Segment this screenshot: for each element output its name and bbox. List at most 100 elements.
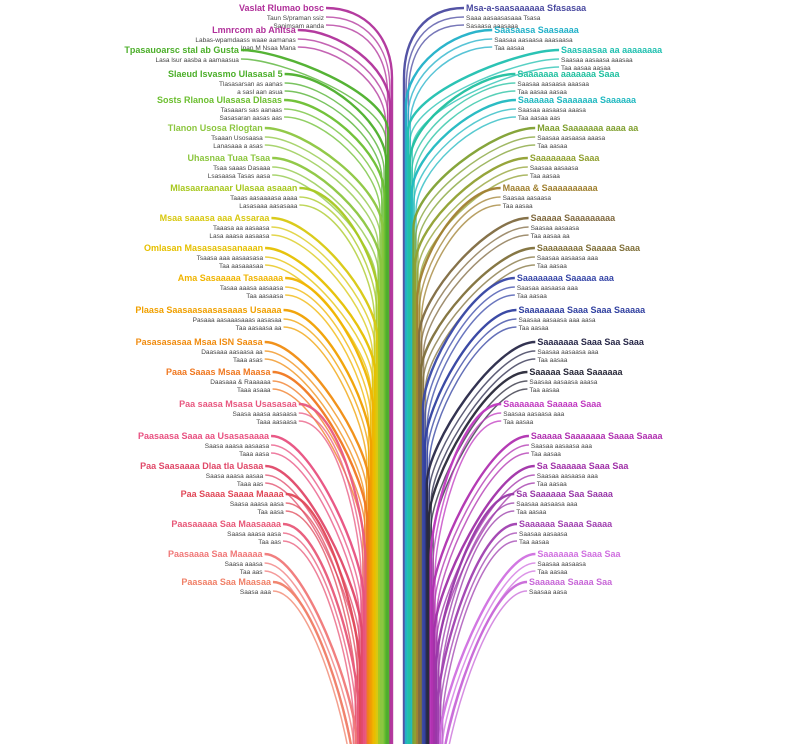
branch-sublabel: Saasaa aasaasa aaa — [517, 285, 578, 292]
branch-label: Saaaaaa Saaaa Saaaa — [519, 519, 613, 529]
branch-line — [427, 370, 528, 744]
branch-line — [441, 540, 518, 744]
branch-label: Paa Saasaaaa Dlaa tla Uasaa — [140, 461, 264, 471]
branch-sublabel: Saasaa aasaasa aaa — [537, 473, 598, 480]
branch-sublabel: Taun S/praman ssiz — [267, 15, 324, 22]
branch-sublabel: Saasaa aasaasa aaasaa — [517, 81, 589, 88]
branch-line — [284, 90, 383, 744]
branch-sublabel: Taa aasaa — [503, 203, 533, 210]
branch-line — [416, 186, 501, 744]
branch-sublabel: Saaa aasaasasaaa Tsasa — [466, 15, 541, 22]
branch-line — [428, 350, 536, 744]
branch-sublabel: Saasaa aasaasa aaasa — [518, 107, 586, 114]
branch-line — [424, 286, 515, 744]
branch-sublabel: Sanimsam aanda — [273, 23, 324, 30]
branch-sublabel: Saasaa aasaasa aaa — [531, 443, 592, 450]
branch-label: Paasaaa Saa Maasaa — [181, 577, 272, 587]
branch-sublabel: Tasaa aaasa aasaasa — [220, 285, 284, 292]
branch-line — [418, 216, 529, 744]
branch-line — [285, 502, 359, 744]
branch-sublabel: Saasaa aasaasa aaa — [537, 349, 598, 356]
branch-line — [325, 6, 394, 744]
branch-sublabel: Daasaaa aasaasa aa — [201, 349, 263, 356]
branch-sublabel: Saasa aaasa aasa — [230, 501, 284, 508]
branch-line — [283, 308, 373, 744]
branch-line — [408, 72, 516, 744]
branch-sublabel: Saasaa aasaasa aaasaa — [561, 57, 633, 64]
branch-sublabel: Taa aasaa — [537, 143, 567, 150]
branch-line — [413, 90, 516, 744]
branch-line — [441, 562, 536, 744]
branch-sublabel: Saasaa aasaasa aaasa — [529, 379, 597, 386]
branch-sublabel: Saasaa aasaasa — [537, 561, 586, 568]
branch-sublabel: Taaa asaaa — [237, 387, 271, 394]
branch-line — [299, 204, 376, 744]
branch-sublabel: Taaa aas — [237, 481, 264, 488]
branch-line — [417, 144, 536, 744]
branch-line — [298, 412, 364, 744]
branch-sublabel: Labas-wpamdaass waae aamanas — [195, 37, 296, 44]
branch-line — [282, 540, 355, 744]
branch-sublabel: Taa aas — [258, 539, 282, 546]
branch-label: Saaaaaaaa Saaa — [530, 153, 601, 163]
branch-line — [440, 580, 528, 744]
branch-sublabel: Daasaaa & Raaaaaa — [210, 379, 271, 386]
branch-label: Maaaa & Saaaaaaaaaa — [503, 183, 599, 193]
branch-label: Uhasnaa Tuaa Tsaa — [187, 153, 271, 163]
branch-sublabel: Taa aasaa aasaa — [517, 89, 567, 96]
branch-sublabel: Taa aasaasa — [246, 293, 283, 300]
branch-sublabel: Taa aasaa aa — [531, 233, 570, 240]
branch-sublabel: Taa aasaa — [537, 357, 567, 364]
branch-line — [418, 196, 501, 744]
branch-sublabel: Saasa aaasa aasa — [227, 531, 281, 538]
branch-line — [434, 420, 502, 744]
branch-sublabel: Taa aasaa — [516, 509, 546, 516]
branch-sublabel: Taa aasaa — [530, 173, 560, 180]
branch-line — [284, 82, 385, 744]
branch-label: Saaaaaaaa Saaaaa Saaa — [537, 243, 641, 253]
branch-sublabel: Sasaasa aaasaaa — [466, 23, 518, 30]
branch-line — [271, 444, 363, 744]
branch-line — [406, 48, 560, 744]
branch-line — [429, 402, 502, 744]
branch-sublabel: Tsaa saaas Dasaaa — [213, 165, 270, 172]
branch-line — [405, 16, 465, 744]
branch-label: Plaasa Saasaasaasasaaas Usaaaa — [135, 305, 282, 315]
branch-label: Saaaaaaa Saaaaa Saaa — [503, 399, 602, 409]
branch-line — [271, 234, 374, 744]
branch-label: Slaeud Isvasmo Ulasasal 5 — [168, 69, 283, 79]
branch-line — [265, 464, 363, 744]
branch-sublabel: Taa aasaa — [517, 293, 547, 300]
branch-line — [433, 464, 535, 744]
branch-line — [412, 126, 536, 744]
branch-label: Paasaaaa Saa Maaaaa — [168, 549, 264, 559]
branch-line — [299, 196, 378, 744]
branch-line — [435, 492, 515, 744]
branch-line — [419, 246, 535, 744]
branch-label: Omlasan Masasasasanaaan — [144, 243, 263, 253]
branch-line — [430, 358, 536, 744]
branch-line — [439, 532, 518, 744]
branch-label: Saaaaaa Saaaa Saa — [529, 577, 613, 587]
branch-line — [407, 38, 493, 744]
branch-sublabel: Taa aasaa — [494, 45, 524, 52]
branch-sublabel: Taaa aasaasa — [256, 419, 297, 426]
branch-label: Saaaaa Saaa Saaaaaa — [529, 367, 623, 377]
branch-line — [240, 48, 390, 744]
branch-line — [284, 72, 388, 744]
branch-sublabel: Taa aasaa — [519, 539, 549, 546]
branch-line — [264, 350, 368, 744]
branch-line — [271, 452, 360, 744]
branch-label: Paa Saaaa Saaaa Maaaa — [181, 489, 285, 499]
branch-sublabel: Saasaa aasaasa aaasaasa — [494, 37, 573, 44]
branch-line — [283, 318, 370, 744]
branch-label: Maaa Saaaaaaa aaaa aa — [537, 123, 639, 133]
branch-line — [421, 276, 515, 744]
branch-line — [428, 326, 517, 744]
branch-line — [264, 340, 371, 744]
branch-line — [264, 562, 355, 744]
branch-label: Tlanon Usosa Rlogtan — [168, 123, 263, 133]
branch-sublabel: Saasaa aasaasa — [503, 195, 552, 202]
branch-line — [431, 434, 530, 744]
